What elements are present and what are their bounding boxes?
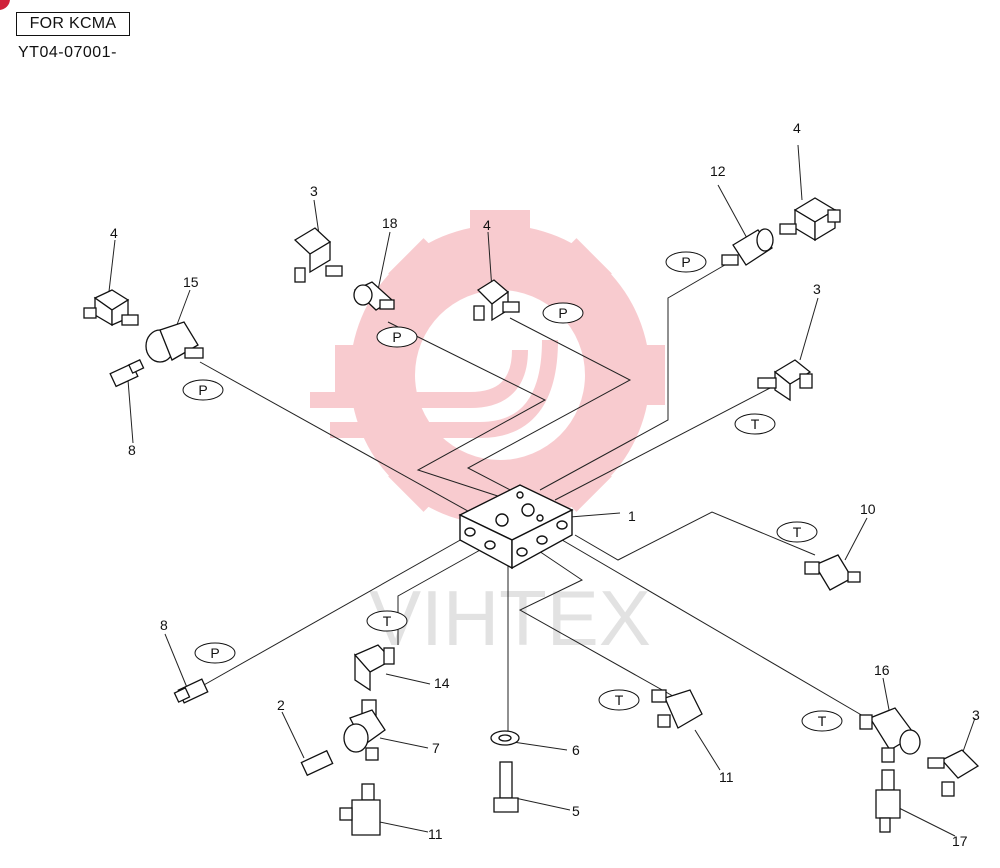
callout-part-15: 15 <box>183 274 199 290</box>
fitting-elbow-4-center <box>473 279 520 322</box>
port-tag-label: P <box>558 305 567 321</box>
fitting-elbow-3-top <box>293 227 343 283</box>
fitting-plug-18 <box>353 281 395 311</box>
manifold-block <box>458 484 574 570</box>
callout-part-4: 4 <box>793 120 801 136</box>
callout-part-8: 8 <box>128 442 136 458</box>
callout-part-8: 8 <box>160 617 168 633</box>
port-tag-label: T <box>818 713 827 729</box>
watermark-text: VIHTEX <box>369 574 651 662</box>
callout-part-7: 7 <box>432 740 440 756</box>
callout-part-12: 12 <box>710 163 726 179</box>
fitting-tee-7 <box>343 699 386 761</box>
callout-part-11: 11 <box>428 826 443 842</box>
fitting-11-right <box>651 689 703 729</box>
fitting-10 <box>804 554 861 591</box>
fitting-plug-12 <box>721 228 774 266</box>
bolt-5 <box>493 761 519 813</box>
corner-marker <box>0 0 10 10</box>
fitting-nipple-8-left <box>109 358 145 388</box>
port-tags: P P P P P T T T T T <box>182 251 843 732</box>
port-tag-label: P <box>198 382 207 398</box>
port-tag-label: P <box>210 645 219 661</box>
callout-part-5: 5 <box>572 803 580 819</box>
callout-part-3: 3 <box>813 281 821 297</box>
port-tag-p: P <box>194 642 236 664</box>
callout-part-1: 1 <box>628 508 636 524</box>
callout-part-3: 3 <box>310 183 318 199</box>
port-tag-t: T <box>734 413 776 435</box>
fitting-tee-15 <box>145 321 204 363</box>
callout-part-16: 16 <box>874 662 890 678</box>
callout-part-2: 2 <box>277 697 285 713</box>
port-tag-p: P <box>542 302 584 324</box>
callout-part-4: 4 <box>483 217 491 233</box>
fitting-elbow-4-right <box>779 197 841 242</box>
port-tag-t: T <box>598 689 640 711</box>
port-tag-label: T <box>383 613 392 629</box>
fitting-nipple-8-bottom <box>173 678 209 704</box>
callout-part-3: 3 <box>972 707 980 723</box>
watermark-gear-icon <box>310 210 665 540</box>
callout-part-18: 18 <box>382 215 398 231</box>
port-tag-p: P <box>665 251 707 273</box>
callout-part-4: 4 <box>110 225 118 241</box>
callout-part-14: 14 <box>434 675 450 691</box>
fitting-11-bottom <box>339 783 381 836</box>
callout-part-10: 10 <box>860 501 876 517</box>
fitting-elbow-4-left <box>83 289 139 327</box>
port-tag-t: T <box>366 610 408 632</box>
port-tag-p: P <box>376 326 418 348</box>
fitting-elbow-3-bottom-right <box>927 749 980 797</box>
port-tag-label: T <box>751 416 760 432</box>
port-tag-t: T <box>801 710 843 732</box>
port-tag-t: T <box>776 521 818 543</box>
port-tag-label: P <box>681 254 690 270</box>
fitting-elbow-3-right <box>757 359 813 402</box>
fitting-elbow-14 <box>353 644 395 692</box>
callout-part-6: 6 <box>572 742 580 758</box>
port-tag-p: P <box>182 379 224 401</box>
port-tag-label: P <box>392 329 401 345</box>
fitting-tee-16 <box>859 707 921 763</box>
serial-range-label: YT04-07001- <box>18 44 117 61</box>
port-tag-label: T <box>615 692 624 708</box>
callout-part-17: 17 <box>952 833 968 849</box>
part-callouts: 1 2 3 3 3 4 4 4 5 6 7 8 8 10 11 11 12 14… <box>110 120 980 849</box>
fitting-nipple-2 <box>300 749 334 777</box>
washer-6 <box>490 730 520 746</box>
fitting-17 <box>875 769 901 833</box>
callout-part-11: 11 <box>719 769 734 785</box>
port-tag-label: T <box>793 524 802 540</box>
variant-label-box: FOR KCMA <box>16 12 130 36</box>
